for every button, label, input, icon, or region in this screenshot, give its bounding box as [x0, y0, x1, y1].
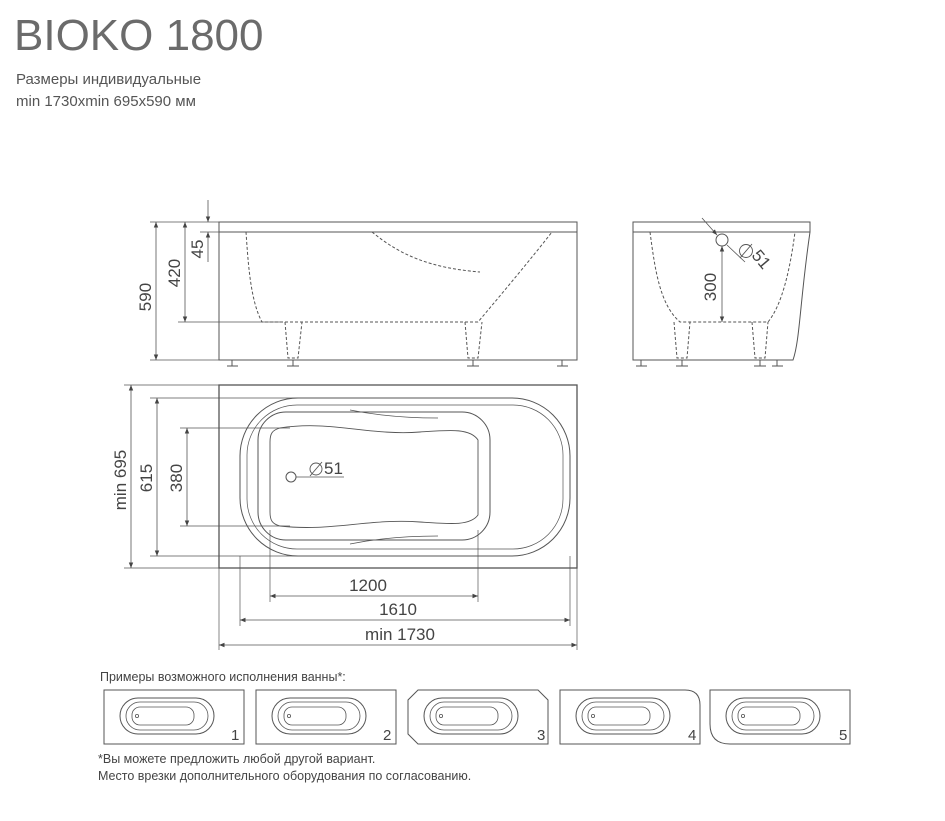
footnote-variants: *Вы можете предложить любой другой вариа… [98, 752, 376, 766]
dim-inner-length: 1200 [349, 576, 387, 595]
top-view-basin [269, 425, 479, 528]
side-view-feet [284, 321, 483, 359]
page-title: BIOKO 1800 [14, 11, 264, 60]
example-number: 3 [537, 727, 545, 744]
example-5: 5 [709, 689, 851, 745]
side-view-hidden-bowl [245, 231, 553, 323]
end-view-hidden-bowl [649, 231, 796, 323]
example-number: 1 [231, 727, 239, 744]
example-number: 4 [688, 727, 696, 744]
dim-drain-diameter: 51 [324, 459, 343, 478]
example-2: 2 [255, 689, 397, 745]
end-view-outline [632, 221, 811, 361]
dim-total-height: 590 [136, 283, 155, 311]
end-view-leveling-feet [636, 360, 783, 367]
dim-total-length: min 1730 [365, 625, 435, 644]
dim-inner-bowl-width: 380 [167, 464, 186, 492]
subtitle-min-dimensions: min 1730xmin 695x590 мм [16, 93, 196, 110]
examples-caption: Примеры возможного исполнения ванны*: [100, 670, 346, 684]
dim-outer-length: 1610 [379, 600, 417, 619]
dim-outer-bowl-width: 615 [137, 464, 156, 492]
diameter-symbol [739, 244, 753, 258]
dim-width: min 695 [111, 450, 130, 510]
example-number: 5 [839, 727, 847, 744]
example-3: 3 [407, 689, 549, 745]
top-view [124, 384, 578, 650]
side-view-outline [218, 221, 578, 361]
side-view-leveling-feet [227, 360, 568, 367]
dim-overflow-height: 300 [701, 273, 720, 301]
subtitle-sizes-note: Размеры индивидуальные [16, 71, 202, 88]
overflow-hole [715, 233, 729, 247]
end-view [632, 217, 811, 367]
top-view-outer-bowl [239, 397, 571, 557]
dim-rim-height: 45 [188, 240, 207, 259]
example-4: 4 [559, 689, 701, 745]
example-number: 2 [383, 727, 391, 744]
example-1: 1 [103, 689, 245, 745]
footnote-equipment: Место врезки дополнительного оборудовани… [98, 769, 472, 783]
drain-hole [285, 471, 297, 483]
side-view [150, 200, 578, 367]
dim-inner-depth: 420 [165, 259, 184, 287]
dim-overflow-diameter: 51 [748, 246, 775, 273]
